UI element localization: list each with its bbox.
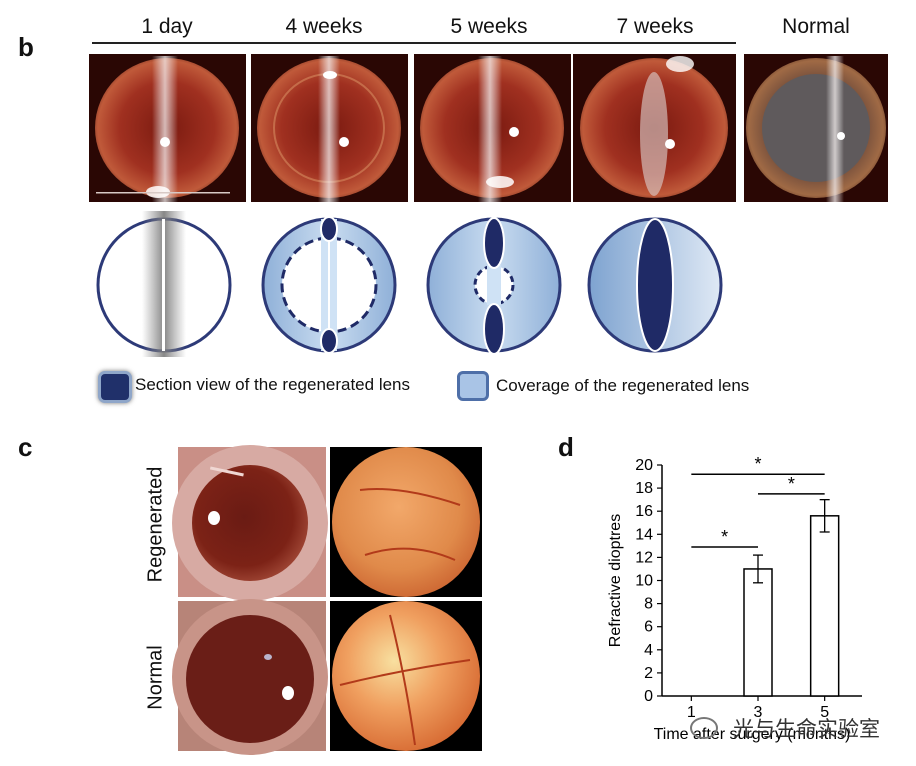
column-label-5-weeks: 5 weeks <box>450 15 528 38</box>
bar <box>743 568 773 697</box>
x-tick-label: 5 <box>820 704 829 721</box>
wechat-icon <box>690 717 718 739</box>
legend-swatch-section-view <box>98 371 132 403</box>
panel-c-letter: c <box>18 432 33 462</box>
y-tick-label: 14 <box>635 526 653 543</box>
x-tick-label: 1 <box>687 704 696 721</box>
photo-regenerated-fundus <box>330 447 482 597</box>
watermark-text: 光与生命实验室 <box>733 717 880 741</box>
photo-5-weeks <box>414 54 571 202</box>
panel-b-letter: b <box>18 32 34 62</box>
schematic-7-weeks <box>587 217 723 353</box>
schematic-1-day <box>96 211 232 357</box>
photo-7-weeks <box>573 54 736 202</box>
eye-and-fundus-photos <box>172 445 482 755</box>
row-label-normal: Normal <box>144 645 167 710</box>
y-tick-label: 18 <box>635 480 653 497</box>
photo-4-weeks <box>251 54 408 202</box>
row-label-regenerated: Regenerated <box>144 466 167 583</box>
y-tick-label: 4 <box>644 642 653 659</box>
y-tick-label: 20 <box>635 457 653 474</box>
schematic-4-weeks <box>261 216 397 354</box>
y-tick-label: 2 <box>644 665 653 682</box>
y-tick-label: 8 <box>644 596 653 613</box>
legend-label-coverage: Coverage of the regenerated lens <box>496 376 750 395</box>
significance-star: * <box>754 454 761 474</box>
y-tick-label: 16 <box>635 503 653 520</box>
column-label-normal: Normal <box>782 15 850 38</box>
schematic-5-weeks <box>426 217 562 355</box>
x-tick-label: 3 <box>754 704 763 721</box>
refractive-dioptres-chart: 0 2 4 6 8 10 12 14 16 18 20 1 3 5 * * * Refractive dioptr… <box>607 454 862 743</box>
significance-star: * <box>721 527 728 547</box>
significance-star: * <box>788 474 795 494</box>
column-label-4-weeks: 4 weeks <box>285 15 363 38</box>
y-axis-label: Refractive dioptres <box>607 514 624 647</box>
y-tick-label: 6 <box>644 619 653 636</box>
y-tick-label: 10 <box>635 573 653 590</box>
y-tick-label: 0 <box>644 688 653 705</box>
panel-d-letter: d <box>558 432 574 462</box>
photo-normal-fundus <box>330 601 482 751</box>
column-label-7-weeks: 7 weeks <box>616 15 694 38</box>
photo-regenerated-anterior <box>172 445 328 601</box>
photo-normal <box>744 54 888 202</box>
column-label-1-day: 1 day <box>141 15 193 38</box>
legend-label-section-view: Section view of the regenerated lens <box>135 375 411 394</box>
photo-1-day <box>89 54 246 202</box>
slit-lamp-photos <box>89 54 888 202</box>
legend-swatch-coverage <box>457 371 489 401</box>
y-tick-label: 12 <box>635 549 653 566</box>
lens-schematics <box>96 211 723 357</box>
column-bracket-line <box>92 42 736 44</box>
photo-normal-anterior <box>172 599 328 755</box>
bar <box>809 515 840 697</box>
